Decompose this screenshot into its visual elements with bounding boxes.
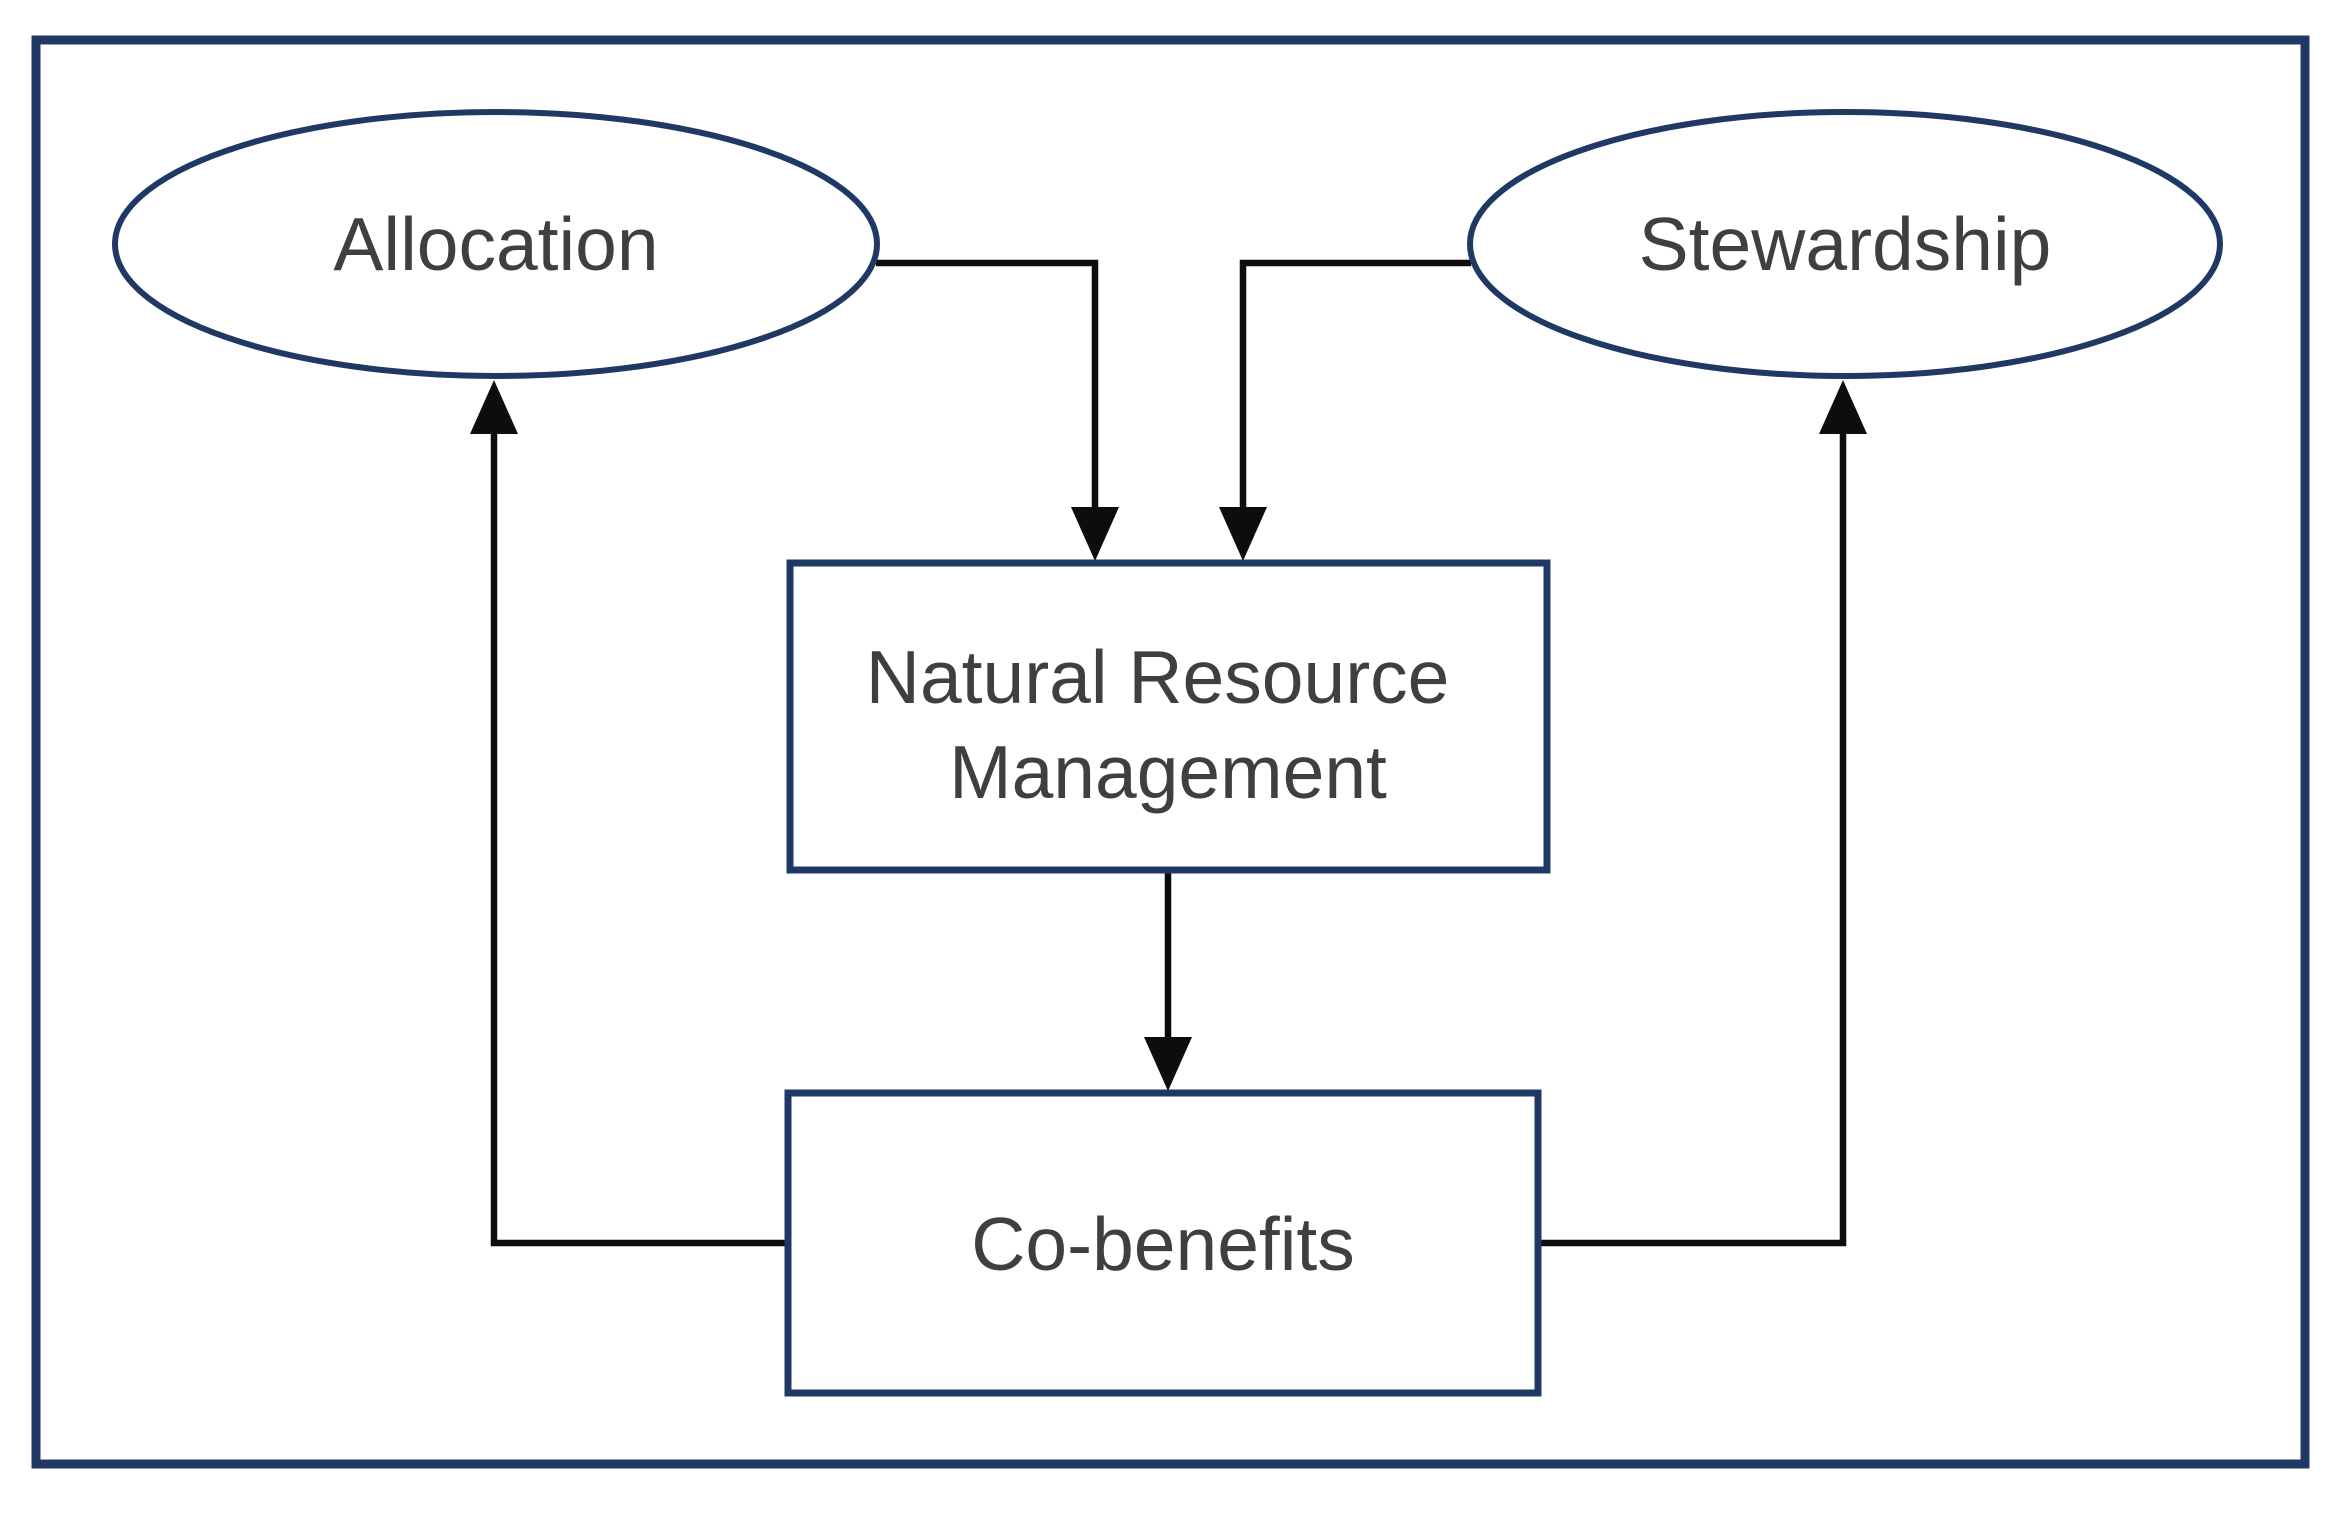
nrm-label-line-1: Natural Resource xyxy=(866,635,1450,719)
allocation-label: Allocation xyxy=(333,202,658,286)
nrm-box xyxy=(786,559,1551,874)
stewardship-label: Stewardship xyxy=(1639,202,2052,286)
arrow-cobenefits-to-allocation xyxy=(490,430,788,1247)
nrm-label-line-2: Management xyxy=(949,730,1387,814)
cobenefits-label: Co-benefits xyxy=(971,1202,1355,1286)
arrow-cobenefits-to-stewardship xyxy=(1538,430,1847,1247)
nrm-label: Natural Resource Management xyxy=(866,635,1470,814)
stewardship-ellipse xyxy=(1467,109,2223,379)
allocation-ellipse xyxy=(112,109,880,379)
cobenefits-box xyxy=(784,1089,1542,1397)
arrowhead-down-into-nrm-left xyxy=(1071,507,1119,561)
arrowhead-down-into-nrm-right xyxy=(1219,507,1267,561)
arrowhead-up-into-allocation xyxy=(470,380,518,434)
arrowhead-down-into-cobenefits xyxy=(1144,1037,1192,1091)
arrow-stewardship-to-nrm xyxy=(1239,259,1471,512)
arrow-allocation-to-nrm xyxy=(876,259,1099,512)
arrowhead-up-into-stewardship xyxy=(1819,380,1867,434)
